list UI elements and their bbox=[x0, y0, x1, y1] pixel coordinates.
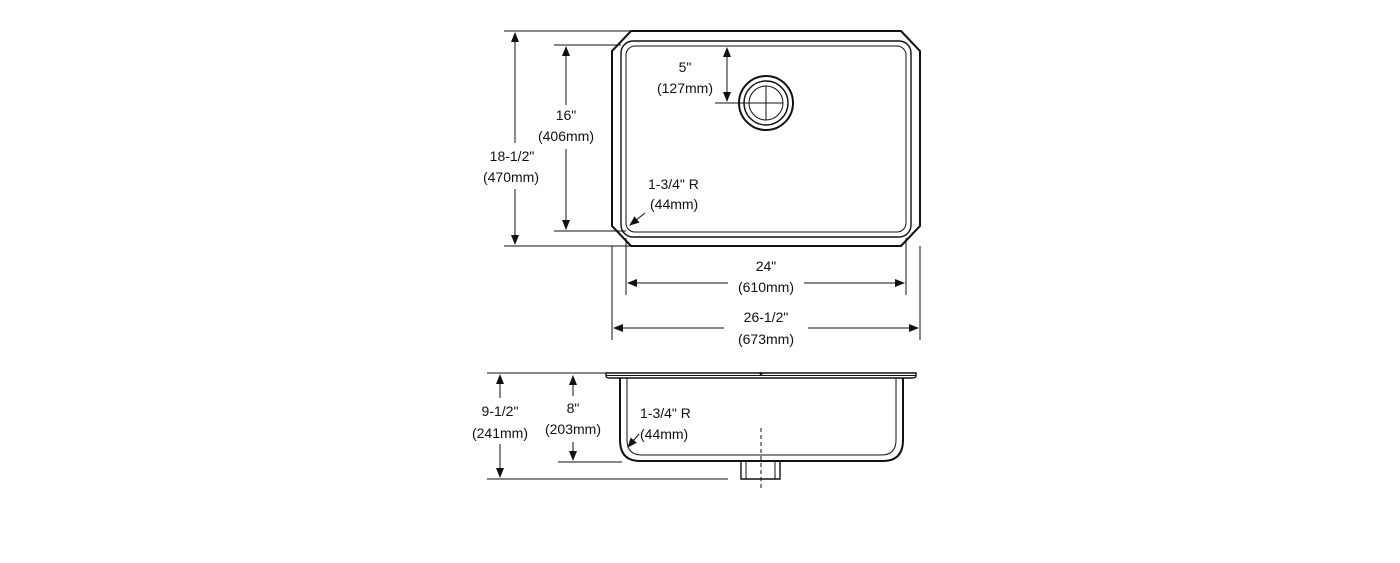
outer-depth-metric: (470mm) bbox=[483, 169, 539, 185]
drain-offset-imperial: 5" bbox=[679, 59, 692, 75]
bowl-width-imperial: 24" bbox=[756, 258, 777, 274]
sink-bowl-profile bbox=[619, 378, 904, 462]
corner-radius-side-metric: (44mm) bbox=[640, 426, 688, 442]
sink-bowl-outline bbox=[620, 40, 912, 238]
bowl-depth-metric: (406mm) bbox=[538, 128, 594, 144]
sink-bowl-inner-outline bbox=[625, 45, 907, 233]
sink-outer-flange bbox=[611, 30, 921, 247]
top-view: 18-1/2" (470mm) 16" (406mm) 5" (127mm) 1… bbox=[478, 30, 921, 352]
outer-depth-imperial: 18-1/2" bbox=[490, 148, 535, 164]
bowl-width-metric: (610mm) bbox=[738, 279, 794, 295]
overall-height-metric: (241mm) bbox=[472, 425, 528, 441]
bowl-depth-imperial: 16" bbox=[556, 107, 577, 123]
outer-width-imperial: 26-1/2" bbox=[744, 309, 789, 325]
drain-offset-metric: (127mm) bbox=[657, 80, 713, 96]
sink-rim bbox=[605, 372, 917, 379]
outer-width-metric: (673mm) bbox=[738, 331, 794, 347]
overall-height-imperial: 9-1/2" bbox=[482, 403, 519, 419]
corner-radius-top-leader bbox=[629, 212, 646, 226]
corner-radius-side-imperial: 1-3/4" R bbox=[640, 405, 691, 421]
corner-radius-side-leader bbox=[627, 433, 640, 448]
side-view: 9-1/2" (241mm) 8" (203mm) 1-3/4" R (44mm… bbox=[468, 372, 917, 490]
bowl-height-imperial: 8" bbox=[567, 400, 580, 416]
bowl-height-metric: (203mm) bbox=[545, 421, 601, 437]
corner-radius-top-imperial: 1-3/4" R bbox=[648, 176, 699, 192]
corner-radius-top-metric: (44mm) bbox=[650, 196, 698, 212]
